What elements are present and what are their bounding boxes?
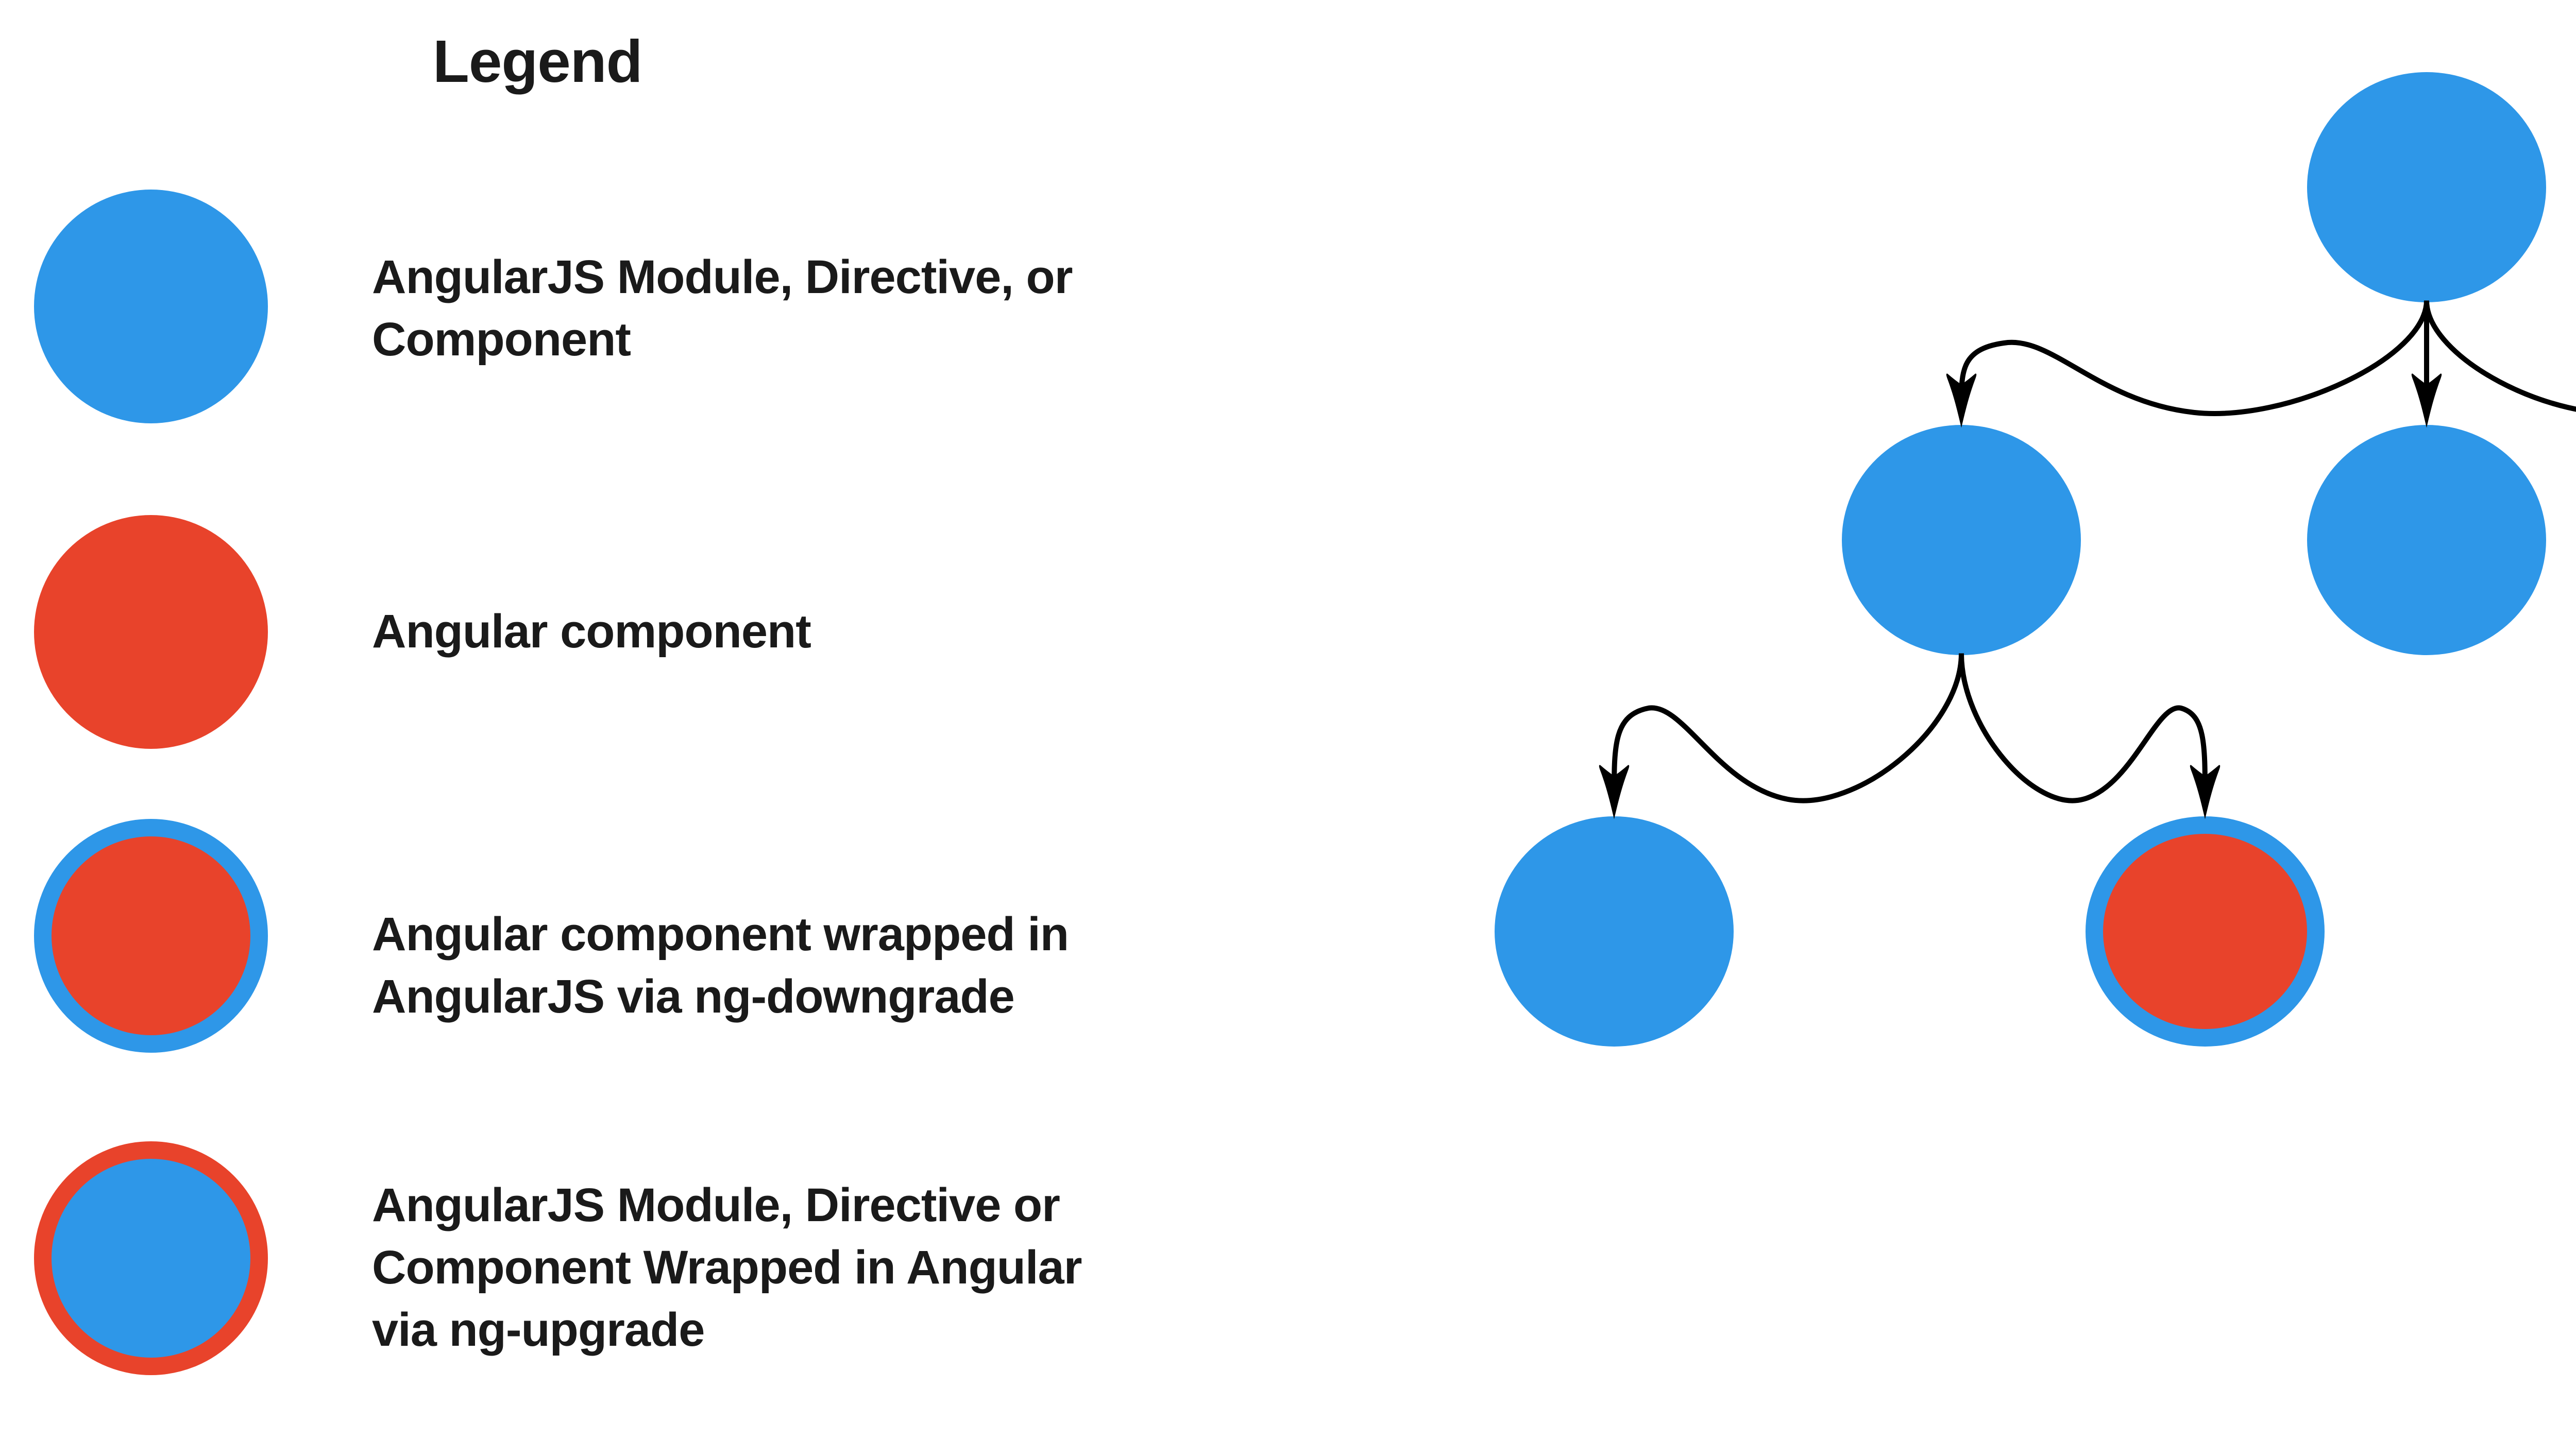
legend-item-label: AngularJS Module, Directive, or Component: [372, 246, 1073, 371]
arrowhead-grandchild-1: [1599, 765, 1630, 819]
arrowhead-child-2: [2411, 373, 2442, 428]
legend-label-line: Component Wrapped in Angular: [372, 1241, 1082, 1294]
tree-node-child-1: [1842, 424, 2081, 655]
edge-root-to-child-1: [1959, 300, 2429, 416]
legend-label-line: AngularJS Module, Directive or: [372, 1179, 1060, 1231]
tree-node-child-2: [2307, 424, 2546, 655]
legend-label-line: AngularJS Module, Directive, or: [372, 251, 1073, 303]
legend-swatch-angular-in-angularjs: [34, 819, 268, 1053]
legend-swatch-angularjs: [34, 190, 268, 423]
legend-item-label: AngularJS Module, Directive or Component …: [372, 1174, 1082, 1361]
legend-item-label: Angular component: [372, 601, 811, 663]
tree-node-grandchild-1: [1495, 816, 1734, 1047]
legend-label-line: AngularJS via ng-downgrade: [372, 970, 1015, 1023]
tree-node-grandchild-2: [2086, 816, 2325, 1047]
edge-root-to-child-3: [2424, 300, 2576, 412]
edge-child-1-to-grandchild-1: [1612, 653, 1964, 803]
legend-label-line: Component: [372, 313, 631, 366]
legend-label-line: via ng-upgrade: [372, 1304, 705, 1356]
legend-label-line: Angular component wrapped in: [372, 908, 1069, 961]
legend-item-label: Angular component wrapped in AngularJS vi…: [372, 903, 1069, 1028]
legend-swatch-angularjs-in-angular: [34, 1141, 268, 1375]
legend-title: Legend: [433, 28, 642, 95]
legend-label-line: Angular component: [372, 605, 811, 658]
tree-node-root: [2307, 72, 2546, 302]
legend-swatch-angular: [34, 515, 268, 749]
edge-child-1-to-grandchild-2: [1959, 653, 2208, 803]
arrowhead-child-1: [1946, 373, 1977, 428]
arrowhead-grandchild-2: [2190, 765, 2221, 819]
